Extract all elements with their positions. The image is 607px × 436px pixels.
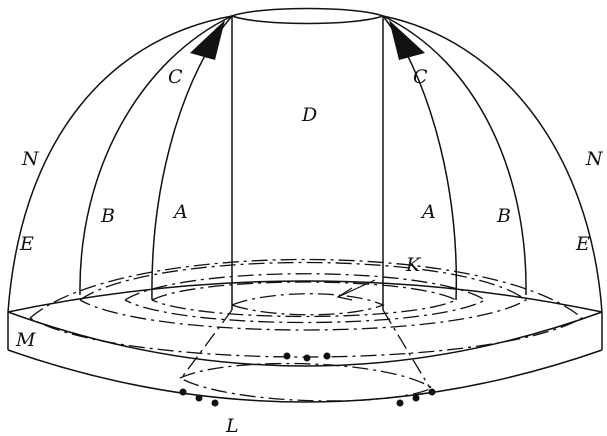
label-m: M [15,329,36,351]
projection-line-right [383,310,430,388]
field-line-inner [232,294,383,315]
label-n-left: N [21,148,40,170]
label-d: D [301,104,317,126]
label-l: L [225,415,239,436]
label-a-left: A [172,201,188,223]
coil-ellipse [180,363,432,400]
column-top-ellipse [232,9,383,24]
label-c-left: C [168,66,183,88]
label-b-left: B [100,205,115,227]
label-a-right: A [420,201,436,223]
conductor-dots-right [397,389,436,407]
field-line-4 [152,282,456,317]
label-e-right: E [575,233,590,255]
label-n-right: N [585,148,604,170]
outer-dome-arc [8,16,602,312]
label-b-right: B [496,205,511,227]
label-e-left: E [19,233,34,255]
arc-a-left [152,16,232,300]
label-k: K [405,254,422,276]
label-c-right: C [413,66,428,88]
projection-line-left [180,310,232,380]
